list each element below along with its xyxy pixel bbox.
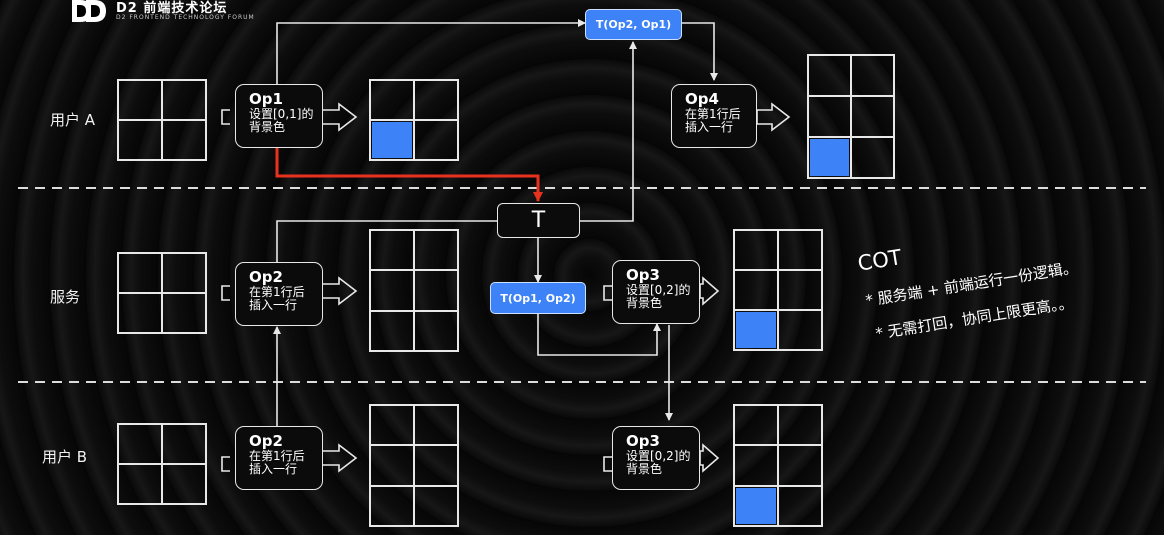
transform-op2-op1: T(Op2, Op1): [585, 9, 682, 40]
row-label-server: 服务: [50, 288, 81, 306]
op-box-op3-user-b: Op3 设置[0,2]的 背景色: [612, 426, 700, 490]
grid-server-after-op2: [369, 229, 459, 352]
op-description: 在第1行后 插入一行: [249, 448, 305, 476]
op-box-op3-server: Op3 设置[0,2]的 背景色: [612, 260, 700, 324]
op-description: 在第1行后 插入一行: [249, 284, 305, 312]
flow-op1-to-server-red: [275, 148, 543, 202]
op-title: Op1: [249, 90, 283, 108]
op-output-arrow: [321, 102, 358, 132]
grid-user-b-initial: [117, 423, 207, 505]
op-input-mark: [221, 109, 230, 125]
op-title: Op3: [626, 432, 660, 450]
highlight-cell-server-op3: [736, 312, 776, 348]
grid-server-after-op3: [733, 229, 823, 351]
logo-subtitle: D2 FRONTEND TECHNOLOGY FORUM: [116, 14, 255, 21]
op-box-op1: Op1 设置[0,1]的 背景色: [235, 84, 323, 148]
op-title: Op4: [685, 90, 719, 108]
op-description: 设置[0,2]的 背景色: [626, 448, 691, 476]
flow-t-to-t-op2-op1: [580, 41, 637, 222]
highlight-cell-user-a-op4: [810, 139, 849, 176]
d2-logo-icon: [72, 0, 106, 22]
op-input-mark: [603, 456, 612, 472]
op-box-op2-user-b: Op2 在第1行后 插入一行: [235, 426, 323, 490]
op-output-arrow: [321, 443, 358, 473]
op-box-op4: Op4 在第1行后 插入一行: [671, 84, 757, 148]
highlight-cell-user-b-op3: [736, 488, 776, 524]
row-label-user-a: 用户 A: [50, 111, 96, 129]
op-input-mark: [221, 456, 230, 472]
grid-server-initial: [117, 252, 207, 334]
op-input-mark: [221, 285, 230, 301]
op-output-arrow: [699, 443, 720, 473]
op-output-arrow: [756, 102, 791, 132]
transform-center: T: [497, 203, 580, 238]
op-output-arrow: [699, 276, 720, 306]
op-title: Op2: [249, 268, 283, 286]
op-input-mark: [603, 285, 612, 301]
grid-user-a-initial: [117, 79, 207, 161]
grid-user-b-after-op2: [369, 404, 459, 527]
op-output-arrow: [321, 276, 358, 306]
transform-op1-op2: T(Op1, Op2): [490, 282, 586, 314]
op-description: 在第1行后 插入一行: [685, 106, 741, 134]
op-description: 设置[0,1]的 背景色: [249, 106, 314, 134]
highlight-cell-user-a-op1: [372, 122, 412, 158]
grid-user-b-after-op3: [733, 404, 823, 527]
flow-t-op1-op2-to-op3: [537, 314, 661, 356]
op-title: Op3: [626, 266, 660, 284]
op-box-op2-server: Op2 在第1行后 插入一行: [235, 262, 323, 326]
flow-transform-to-op4: [682, 22, 718, 81]
logo-title: D2 前端技术论坛: [116, 1, 228, 16]
row-label-user-b: 用户 B: [42, 448, 88, 466]
flow-op2-to-transform: [276, 220, 497, 262]
op-title: Op2: [249, 432, 283, 450]
grid-user-a-after-op4: [807, 54, 895, 179]
flow-op1-to-transform: [276, 19, 586, 84]
grid-user-a-after-op1: [369, 79, 459, 161]
op-description: 设置[0,2]的 背景色: [626, 282, 691, 310]
